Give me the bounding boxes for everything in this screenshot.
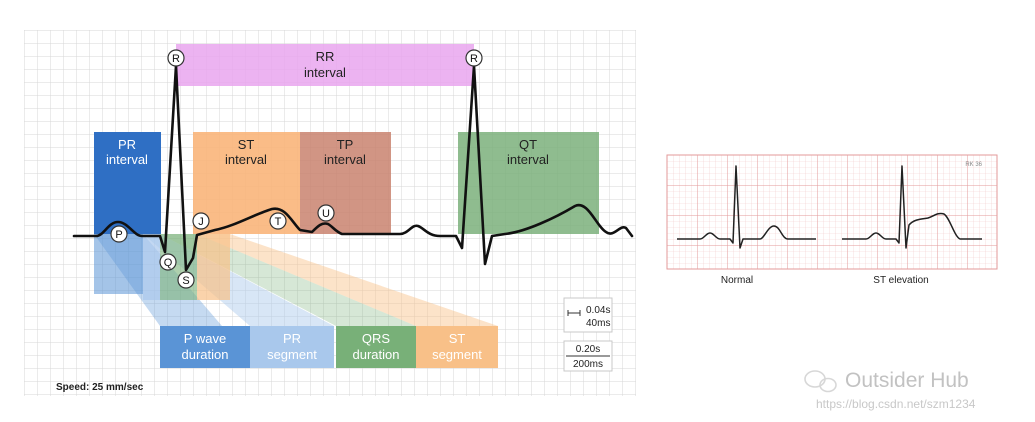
qrs-duration-line1: QRS <box>362 331 391 346</box>
pr-segment-line2: segment <box>267 347 317 362</box>
t-wave-label: T <box>269 212 287 230</box>
p-wave-duration-box: P wave duration <box>160 326 250 368</box>
pr-interval-title: PR <box>118 137 136 152</box>
p-wave-duration-line2: duration <box>182 347 229 362</box>
p-wave-bar <box>94 234 143 294</box>
svg-text:Q: Q <box>164 257 173 269</box>
side-ecg-panel: RK 36 <box>666 154 998 270</box>
wechat-logo-icon <box>804 370 837 393</box>
panel-code: RK 36 <box>965 162 982 168</box>
pr-segment-box: PR segment <box>250 326 334 368</box>
qrs-duration-line2: duration <box>353 347 400 362</box>
speed-label: Speed: 25 mm/sec <box>56 382 144 393</box>
svg-text:R: R <box>172 53 180 65</box>
u-wave-label: U <box>317 204 335 222</box>
small-box-ms: 40ms <box>586 318 610 329</box>
watermark-logo-text: Outsider Hub <box>845 369 969 392</box>
svg-text:R: R <box>470 53 478 65</box>
p-wave-duration-line1: P wave <box>184 331 226 346</box>
tp-interval-title: TP <box>337 137 354 152</box>
r-wave-label-1: R <box>167 49 185 67</box>
svg-text:T: T <box>275 216 282 228</box>
qt-interval-subtitle: interval <box>507 152 549 167</box>
large-box-scale: 0.20s 200ms <box>563 340 613 372</box>
watermark-url: https://blog.csdn.net/szm1234 <box>816 397 976 411</box>
st-segment-bar <box>197 234 230 300</box>
st-segment-box: ST segment <box>416 326 498 368</box>
rr-interval-title: RR <box>316 49 335 64</box>
st-interval-subtitle: interval <box>225 152 267 167</box>
j-point-label: J <box>192 212 210 230</box>
ecg-trace <box>72 64 634 272</box>
r-wave-label-2: R <box>465 49 483 67</box>
st-elevation-label: ST elevation <box>873 275 928 286</box>
svg-text:J: J <box>198 216 204 228</box>
small-box-scale: 0.04s 40ms <box>563 297 613 333</box>
svg-text:S: S <box>182 275 189 287</box>
tp-interval-box: TP interval <box>300 132 391 234</box>
pr-interval-box: PR interval <box>94 132 161 234</box>
st-segment-line1: ST <box>449 331 466 346</box>
st-funnel <box>197 234 498 326</box>
qt-interval-title: QT <box>519 137 537 152</box>
s-wave-label: S <box>177 271 195 289</box>
large-box-ms: 200ms <box>573 359 603 370</box>
svg-text:U: U <box>322 208 330 220</box>
st-elevation-trace <box>842 165 982 249</box>
qrs-duration-box: QRS duration <box>336 326 416 368</box>
tp-interval-subtitle: interval <box>324 152 366 167</box>
rr-interval-subtitle: interval <box>304 65 346 80</box>
rr-interval-box: RR interval <box>176 44 474 86</box>
st-segment-line2: segment <box>432 347 482 362</box>
large-box-seconds: 0.20s <box>576 344 600 355</box>
st-interval-title: ST <box>238 137 255 152</box>
normal-trace <box>677 165 816 249</box>
p-wave-label: P <box>110 225 128 243</box>
small-box-seconds: 0.04s <box>586 305 610 316</box>
q-wave-label: Q <box>159 253 177 271</box>
pr-segment-bar <box>143 234 160 300</box>
svg-text:P: P <box>115 229 122 241</box>
pr-interval-subtitle: interval <box>106 152 148 167</box>
normal-label: Normal <box>721 275 753 286</box>
pr-segment-line1: PR <box>283 331 301 346</box>
